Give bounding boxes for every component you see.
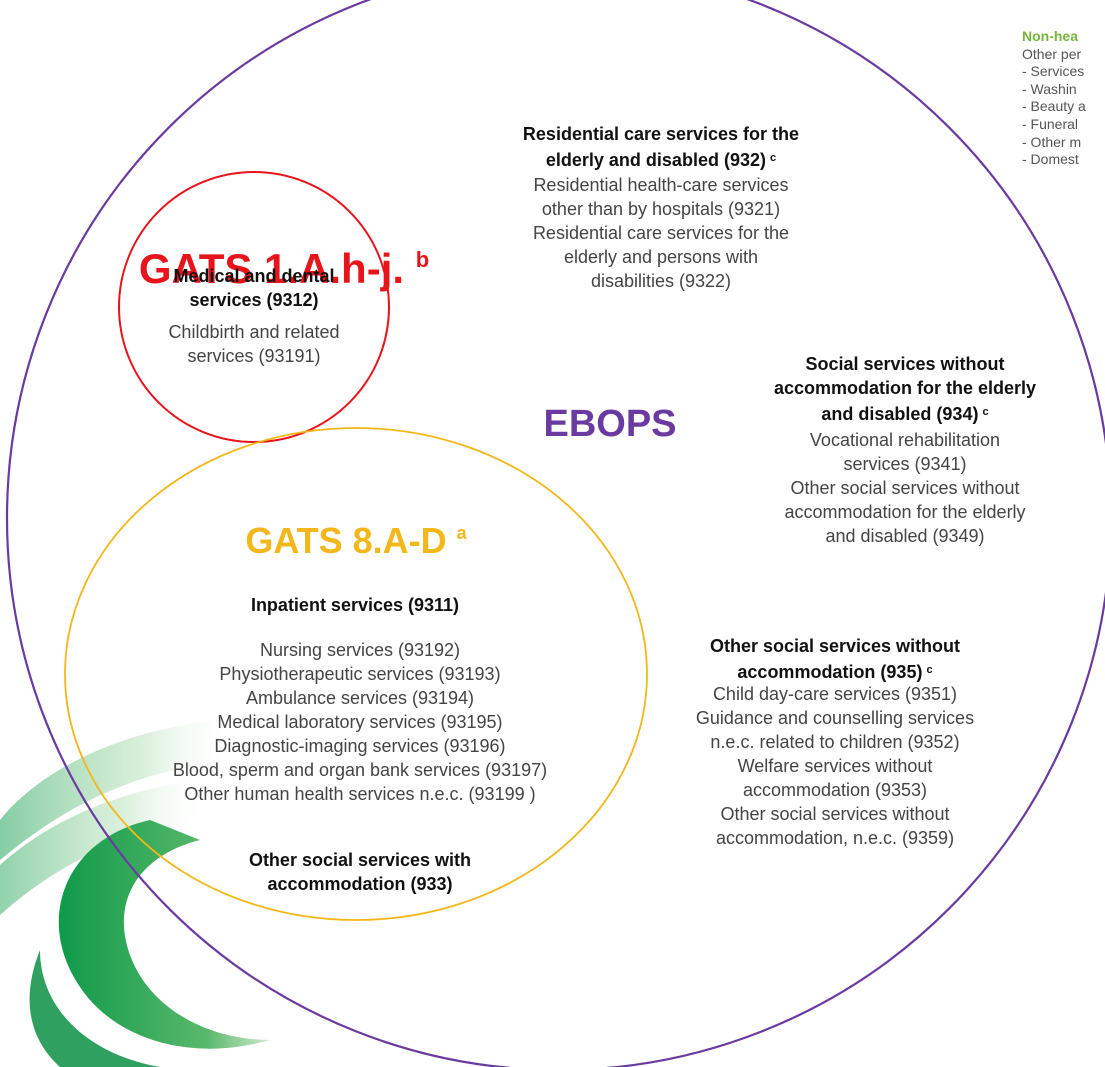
heading-line: accommodation for the elderly	[773, 378, 1037, 398]
item-line: and disabled (9349)	[825, 526, 985, 546]
item-line: accommodation, n.e.c. (9359)	[715, 828, 955, 848]
item-line: Child day-care services (9351)	[712, 684, 958, 704]
non-health-item: - Domest	[1022, 151, 1079, 168]
gats-1ahj-circle	[118, 171, 390, 443]
gats-1ahj-title: GATS 1.A.h-j. b	[134, 236, 434, 293]
gats-8ad-items: Nursing services (93192) Physiotherapeut…	[110, 638, 610, 806]
item-line: Guidance and counselling services	[695, 708, 975, 728]
item-line: Physiotherapeutic services (93193)	[219, 664, 501, 684]
item-line: Diagnostic-imaging services (93196)	[214, 736, 506, 756]
item-line: Blood, sperm and organ bank services (93…	[172, 760, 548, 780]
non-health-item: - Beauty a	[1022, 98, 1086, 115]
non-health-list: Non-hea Other per - Services - Washin - …	[1022, 28, 1086, 169]
residential-932-heading: Residential care services for the elderl…	[476, 122, 846, 172]
item-line: accommodation (9353)	[742, 780, 928, 800]
heading-line: elderly and disabled (932)c	[545, 150, 777, 170]
item-line: Welfare services without	[737, 756, 933, 776]
gats-1ahj-title-text: GATS 1.A.h-j.	[138, 245, 405, 292]
item-line: services (93191)	[187, 346, 321, 366]
item-line: Medical laboratory services (93195)	[217, 712, 503, 732]
item-line: Nursing services (93192)	[259, 640, 461, 660]
footnote-mark: c	[982, 406, 989, 418]
heading-line: Social services without	[805, 354, 1005, 374]
non-health-item: - Other m	[1022, 133, 1082, 150]
gats-1ahj-heading: Medical and dental services (9312)	[134, 264, 374, 312]
non-health-item: - Funeral	[1022, 115, 1079, 132]
social-934-heading: Social services without accommodation fo…	[720, 352, 1090, 426]
heading-line: and disabled (934)c	[821, 404, 989, 424]
item-line: elderly and persons with	[563, 247, 759, 267]
item-line: other than by hospitals (9321)	[541, 199, 781, 219]
social-935-heading: Other social services without accommodat…	[650, 634, 1020, 684]
non-health-item: - Washin	[1022, 80, 1077, 97]
gats-8ad-ellipse	[64, 427, 648, 921]
item-line: Other social services without	[720, 804, 950, 824]
item-line: Vocational rehabilitation	[809, 430, 1001, 450]
item-line: Childbirth and related	[168, 322, 340, 342]
social-935-items: Child day-care services (9351) Guidance …	[650, 682, 1020, 850]
gats-8ad-title: GATS 8.A-D a	[186, 512, 526, 562]
item-line: Residential care services for the	[532, 223, 790, 243]
non-health-item: - Services	[1022, 63, 1085, 80]
item-line: services (9341)	[843, 454, 967, 474]
item-line: Residential health-care services	[533, 175, 789, 195]
heading-line: Other social services with	[248, 850, 472, 870]
gats-8ad-heading-inpatient: Inpatient services (9311)	[250, 595, 460, 615]
gats-8ad-title-text: GATS 8.A-D	[245, 520, 447, 561]
heading-line: accommodation (933)	[267, 874, 453, 894]
ebops-circle	[6, 0, 1105, 1067]
heading-line: Residential care services for the	[522, 124, 800, 144]
footnote-mark: c	[769, 152, 777, 164]
item-line: n.e.c. related to children (9352)	[710, 732, 960, 752]
item-line: Other social services without	[790, 478, 1020, 498]
item-line: disabilities (9322)	[590, 271, 732, 291]
heading-line: services (9312)	[189, 290, 319, 310]
footnote-mark: c	[926, 664, 933, 676]
non-health-title: Non-hea	[1022, 28, 1078, 44]
item-line: Other human health services n.e.c. (9319…	[184, 784, 536, 804]
heading-line: accommodation (935)c	[737, 662, 933, 682]
item-line: Ambulance services (93194)	[245, 688, 475, 708]
gats-8ad-footnote-mark: a	[456, 523, 467, 543]
decorative-logo-swirl	[0, 720, 270, 1067]
residential-932-items: Residential health-care services other t…	[476, 173, 846, 293]
heading-line: Other social services without	[709, 636, 961, 656]
non-health-item: Other per	[1022, 45, 1082, 62]
ebops-label: EBOPS	[543, 403, 677, 445]
gats-8ad-heading-933: Other social services with accommodation…	[175, 848, 545, 896]
item-line: accommodation for the elderly	[784, 502, 1026, 522]
gats-1ahj-items: Childbirth and related services (93191)	[134, 320, 374, 368]
heading-line: Medical and dental	[173, 266, 335, 286]
gats-1ahj-footnote-mark: b	[415, 247, 430, 272]
social-934-items: Vocational rehabilitation services (9341…	[720, 428, 1090, 548]
